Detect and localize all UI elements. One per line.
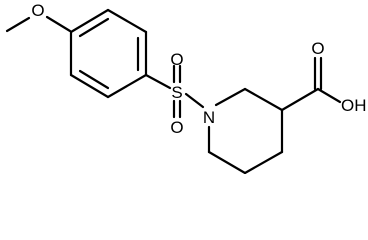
sulfonyl-oxygen-bottom-label: O xyxy=(170,118,183,137)
bond-o-ring xyxy=(45,15,72,33)
bond-methyl-o xyxy=(5,16,31,33)
carbonyl-oxygen-label: O xyxy=(311,39,324,58)
bond-ring-carbon xyxy=(280,87,320,112)
ring-bond xyxy=(243,87,284,112)
sulfonyl-oxygen-top-label: O xyxy=(170,50,183,69)
ring-bond xyxy=(69,73,110,99)
bond-s-n xyxy=(184,92,205,109)
ring-bond xyxy=(214,87,247,107)
ring-bond xyxy=(207,150,247,174)
hydroxyl-label: OH xyxy=(341,96,367,115)
ring-double-bond xyxy=(78,69,110,90)
benzene-ring xyxy=(69,8,148,99)
ring-double-bond xyxy=(78,17,110,38)
ring-bond xyxy=(243,150,284,174)
ring-bond xyxy=(69,8,110,34)
piperidine-ring xyxy=(207,87,284,174)
bond-ring-s xyxy=(144,73,172,90)
ring-bond xyxy=(106,8,148,34)
ring-bond xyxy=(106,73,148,99)
bond-c-oh xyxy=(316,87,342,104)
nitrogen-label: N xyxy=(203,108,215,127)
sulfur-label: S xyxy=(171,83,182,102)
methoxy-oxygen-label: O xyxy=(31,1,44,20)
chemical-structure: O O S O N O OH xyxy=(5,1,367,174)
